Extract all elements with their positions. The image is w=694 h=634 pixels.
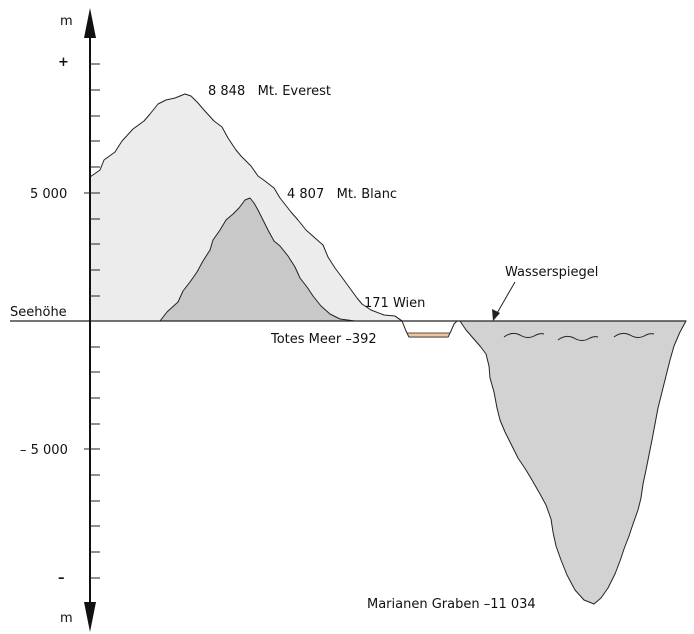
dead-sea-label: Totes Meer –392 [270,332,377,347]
sea-level-label: Seehöhe [10,305,67,320]
axis-arrow-up-icon [84,8,96,38]
water-surface-pointer [495,281,516,316]
ocean-trench-shape [459,320,687,605]
mont-blanc-shape [159,197,356,322]
mont-blanc-label: 4 807 Mt. Blanc [287,187,397,202]
axis-top-unit: m [60,14,73,29]
dead-sea-water [406,332,451,338]
axis-arrow-down-icon [84,602,96,632]
tick-label-5000: 5 000 [30,187,67,202]
axis-ticks [84,63,100,579]
axis-bottom-unit: m [60,611,73,626]
axis-plus-sign: + [58,55,69,70]
water-surface-label: Wasserspiegel [505,265,598,280]
water-waves [503,332,655,341]
everest-label: 8 848 Mt. Everest [208,84,331,99]
mariana-trench-label: Marianen Graben –11 034 [367,597,536,612]
wien-label: 171 Wien [364,296,425,311]
tick-label-minus-5000: – 5 000 [20,443,68,458]
axis-minus-sign: – [58,571,65,586]
water-surface-arrow-icon [492,309,500,321]
